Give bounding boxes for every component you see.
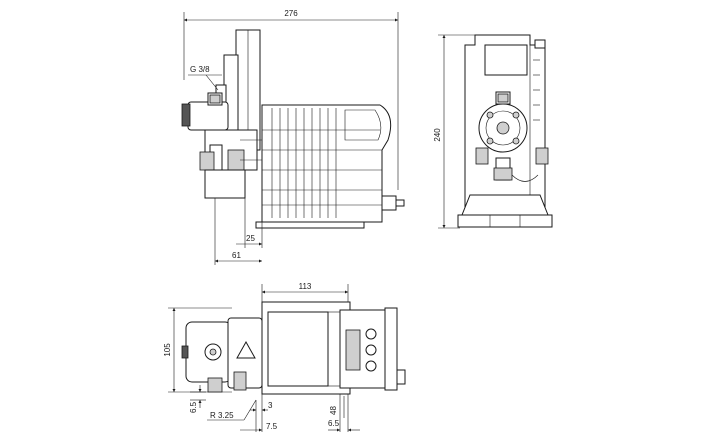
panel-button-3 — [365, 360, 377, 372]
panel-button-2 — [365, 344, 377, 356]
scale-marks — [533, 59, 540, 121]
top-depth-label: 105 — [163, 343, 172, 357]
offset-a-label: 6.5 — [189, 401, 198, 413]
cable-gland — [381, 195, 397, 211]
top-width-label: 113 — [299, 282, 312, 291]
front-tank — [484, 44, 528, 76]
warning-triangle — [236, 340, 256, 359]
top-cable-gland — [396, 369, 406, 385]
side-view: 276 G 3/8 — [181, 9, 405, 265]
dim-b-label: 61 — [232, 251, 241, 260]
top-motor-cover — [267, 311, 329, 387]
dim-a-label: 25 — [246, 234, 255, 243]
offset-e-label: 6.5 — [328, 419, 340, 428]
radius-label: R 3.25 — [210, 411, 234, 420]
top-view: 113 105 6.5 R 3.25 — [163, 282, 406, 432]
cooling-fins — [262, 108, 382, 218]
base-plate — [255, 221, 365, 229]
motor-housing — [261, 104, 392, 223]
front-base — [457, 214, 553, 228]
offset-d-label: 48 — [329, 406, 338, 415]
solenoid — [187, 101, 229, 131]
offset-b-label: 3 — [268, 401, 273, 410]
front-view: 240 — [433, 34, 553, 229]
offset-c-label: 7.5 — [266, 422, 278, 431]
thread-label: G 3/8 — [190, 65, 210, 74]
panel-button-1 — [365, 328, 377, 340]
overall-width-label: 276 — [284, 9, 298, 18]
height-label: 240 — [433, 128, 442, 142]
display — [345, 329, 361, 371]
